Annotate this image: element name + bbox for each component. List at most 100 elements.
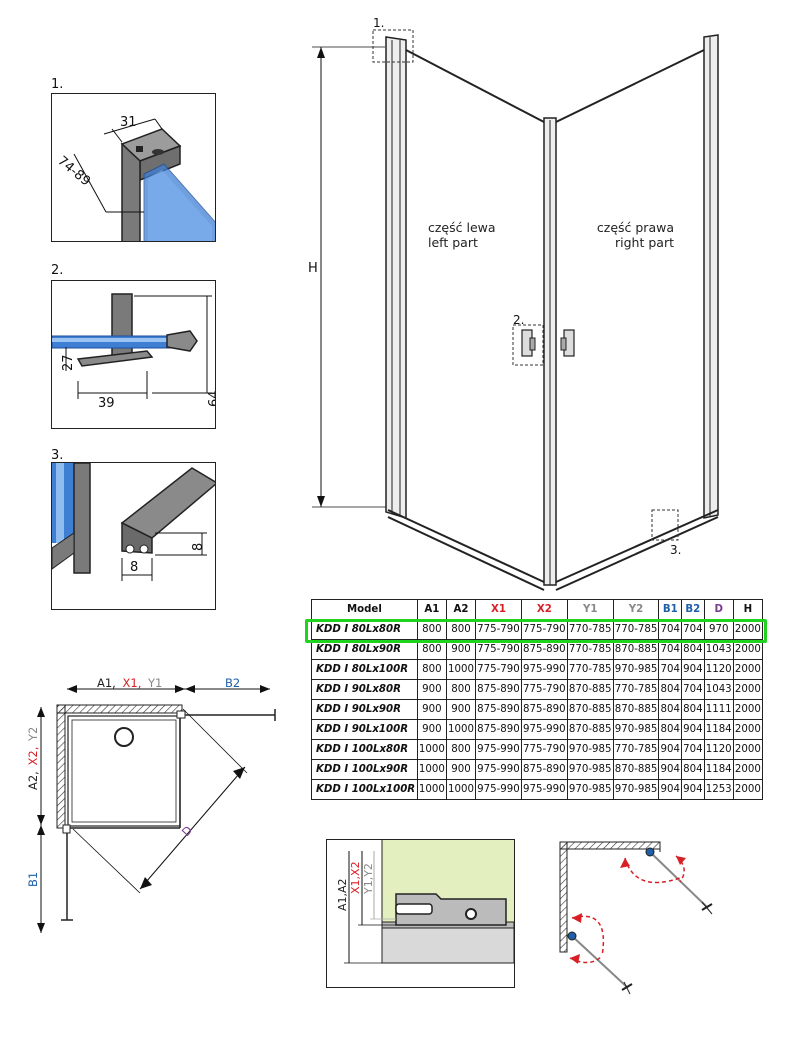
value-cell: 775-790 (475, 639, 522, 660)
plan-x1: X1, (123, 676, 142, 690)
value-cell: 870-885 (566, 699, 614, 720)
value-cell: 1000 (445, 719, 477, 740)
value-cell: 804 (681, 699, 705, 720)
value-cell: 775-790 (520, 679, 568, 700)
value-cell: 1111 (703, 699, 734, 720)
detail-1-box: 31 74-89 (51, 93, 216, 242)
section-x: X1,X2 (349, 861, 362, 894)
col-header-d: D (703, 599, 734, 620)
plan-a2: A2, (26, 771, 40, 790)
value-cell: 1184 (703, 759, 734, 780)
col-header-y1: Y1 (566, 599, 614, 620)
model-cell: KDD I 90Lx80R (311, 679, 418, 700)
dim-8-vertical: 8 (191, 543, 206, 551)
callout-2: 2. (513, 313, 524, 327)
value-cell: 970-985 (566, 759, 614, 780)
value-cell: 800 (445, 739, 477, 760)
value-cell: 800 (445, 679, 477, 700)
value-cell: 775-790 (520, 619, 568, 640)
value-cell: 800 (445, 619, 477, 640)
value-cell: 900 (416, 719, 447, 740)
value-cell: 975-990 (475, 779, 522, 800)
value-cell: 900 (445, 759, 477, 780)
col-header-h: H (732, 599, 764, 620)
col-header-y2: Y2 (612, 599, 660, 620)
callout-1: 1. (373, 16, 384, 30)
dim-27: 27 (61, 354, 76, 371)
col-header-model: Model (311, 599, 418, 620)
value-cell: 775-790 (475, 659, 522, 680)
value-cell: 1043 (703, 679, 734, 700)
value-cell: 970-985 (612, 779, 660, 800)
value-cell: 770-785 (612, 679, 660, 700)
model-cell: KDD I 80Lx80R (311, 619, 418, 640)
value-cell: 704 (658, 619, 683, 640)
value-cell: 770-785 (612, 619, 660, 640)
detail-3-drawing: 8 8 (52, 463, 215, 581)
section-view-drawing: A1,A2 X1,X2 Y1,Y2 (326, 839, 515, 988)
value-cell: 975-990 (475, 759, 522, 780)
value-cell: 904 (658, 759, 683, 780)
value-cell: 904 (681, 659, 705, 680)
value-cell: 875-890 (475, 679, 522, 700)
value-cell: 2000 (732, 619, 764, 640)
value-cell: 975-990 (520, 779, 568, 800)
value-cell: 970-985 (612, 719, 660, 740)
col-header-b2: B2 (681, 599, 705, 620)
dim-74-89: 74-89 (54, 154, 93, 190)
dim-31: 31 (120, 115, 137, 130)
value-cell: 875-890 (475, 719, 522, 740)
col-header-a2: A2 (445, 599, 477, 620)
value-cell: 870-885 (612, 639, 660, 660)
col-header-x1: X1 (475, 599, 522, 620)
value-cell: 704 (658, 639, 683, 660)
value-cell: 1000 (416, 739, 447, 760)
value-cell: 900 (416, 699, 447, 720)
dim-64: 64 (207, 390, 216, 407)
value-cell: 970-985 (566, 779, 614, 800)
plan-view-drawing: A1, X1, Y1 B2 A2, X2, Y2 B1 D (26, 676, 276, 933)
value-cell: 904 (658, 739, 683, 760)
value-cell: 2000 (732, 639, 764, 660)
value-cell: 770-785 (566, 659, 614, 680)
value-cell: 1253 (703, 779, 734, 800)
value-cell: 2000 (732, 759, 764, 780)
main-enclosure-drawing: H 1. 2. 3. (308, 16, 719, 591)
value-cell: 2000 (732, 699, 764, 720)
detail-3-box: 8 8 (51, 462, 216, 610)
value-cell: 900 (445, 699, 477, 720)
value-cell: 870-885 (612, 759, 660, 780)
value-cell: 804 (658, 719, 683, 740)
col-header-x2: X2 (520, 599, 568, 620)
value-cell: 975-990 (475, 739, 522, 760)
value-cell: 870-885 (566, 679, 614, 700)
value-cell: 804 (658, 699, 683, 720)
value-cell: 904 (681, 779, 705, 800)
value-cell: 775-790 (475, 619, 522, 640)
section-a: A1,A2 (336, 878, 349, 911)
value-cell: 875-890 (475, 699, 522, 720)
detail-3-label: 3. (51, 448, 64, 463)
value-cell: 975-990 (520, 659, 568, 680)
plan-y1: Y1 (147, 676, 162, 690)
value-cell: 875-890 (520, 759, 568, 780)
height-label: H (308, 261, 318, 276)
value-cell: 970-985 (566, 739, 614, 760)
value-cell: 800 (416, 659, 447, 680)
plan-b1: B1 (26, 872, 40, 887)
value-cell: 704 (681, 739, 705, 760)
value-cell: 870-885 (566, 719, 614, 740)
value-cell: 770-785 (566, 639, 614, 660)
value-cell: 804 (681, 759, 705, 780)
value-cell: 1120 (703, 659, 734, 680)
col-header-a1: A1 (416, 599, 447, 620)
value-cell: 704 (681, 619, 705, 640)
value-cell: 870-885 (612, 699, 660, 720)
detail-2-label: 2. (51, 263, 64, 278)
model-cell: KDD I 90Lx100R (311, 719, 418, 740)
